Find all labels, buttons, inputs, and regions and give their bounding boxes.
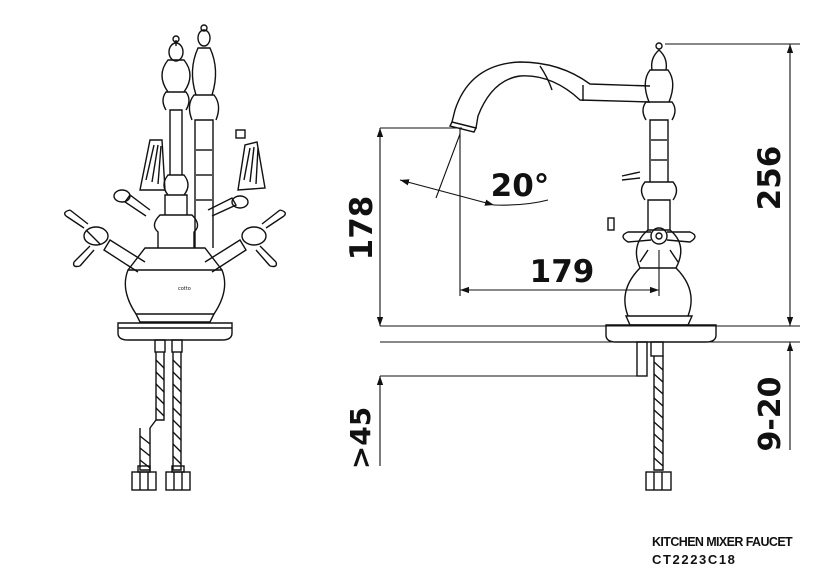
product-name: KITCHEN MIXER FAUCET (652, 535, 793, 549)
height-spout-label: 178 (344, 196, 380, 261)
svg-text:cotto: cotto (178, 286, 191, 292)
dimension-lines (376, 43, 800, 466)
front-view: cotto (63, 24, 287, 491)
reach-label: 179 (530, 254, 595, 290)
deck-thickness-label: 9-20 (753, 376, 788, 451)
model-code: CT2223C18 (652, 552, 737, 567)
angle-label: 20° (491, 168, 550, 204)
dimension-labels: 178 256 179 20° 9-20 >45 (344, 146, 788, 470)
hole-diameter-label: >45 (344, 407, 377, 469)
drawing-caption: KITCHEN MIXER FAUCET CT2223C18 (652, 534, 793, 568)
height-total-label: 256 (752, 146, 788, 211)
